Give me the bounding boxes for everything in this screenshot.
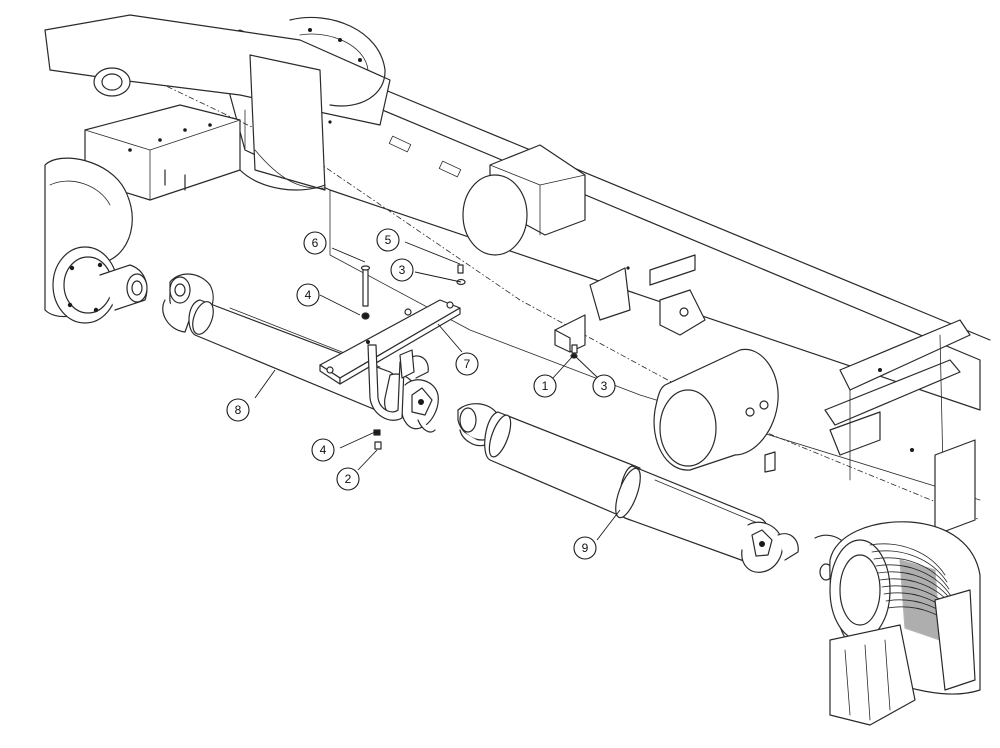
svg-text:9: 9	[582, 541, 589, 555]
callout-leaders	[254, 294, 621, 541]
callout-3-lower: 3	[592, 374, 616, 398]
callout-7: 7	[455, 352, 479, 376]
hardware-bolt-6	[331, 247, 371, 320]
driveshaft-front	[162, 273, 439, 433]
svg-text:6: 6	[312, 236, 319, 250]
upper-housing	[44, 14, 391, 191]
frame-brackets	[462, 144, 706, 336]
svg-text:4: 4	[305, 288, 312, 302]
callout-9: 9	[573, 536, 597, 560]
hardware-lower-washer-nut	[339, 429, 382, 471]
svg-text:8: 8	[235, 403, 242, 417]
callout-3-upper: 3	[390, 258, 414, 282]
svg-text:1: 1	[542, 379, 549, 393]
left-bracket-block	[84, 104, 326, 201]
small-mount-bracket	[552, 267, 631, 379]
center-bearing-bracket	[319, 299, 461, 421]
right-crossmember	[764, 319, 976, 561]
air-tank-cylinder	[653, 348, 779, 471]
rear-axle-motor	[829, 521, 981, 726]
callout-4-upper: 4	[296, 283, 320, 307]
svg-text:2: 2	[345, 472, 352, 486]
callout-1: 1	[533, 374, 557, 398]
callout-8: 8	[226, 398, 250, 422]
svg-text:3: 3	[399, 263, 406, 277]
callout-6: 6	[303, 231, 327, 255]
svg-text:4: 4	[320, 443, 327, 457]
callout-2: 2	[336, 467, 360, 491]
svg-text:3: 3	[601, 379, 608, 393]
callout-4-lower: 4	[311, 438, 335, 462]
callout-5: 5	[376, 228, 400, 252]
hardware-nut-5-washer-3	[404, 241, 466, 286]
svg-text:5: 5	[385, 233, 392, 247]
svg-text:7: 7	[464, 357, 471, 371]
left-axle-differential	[44, 157, 148, 324]
